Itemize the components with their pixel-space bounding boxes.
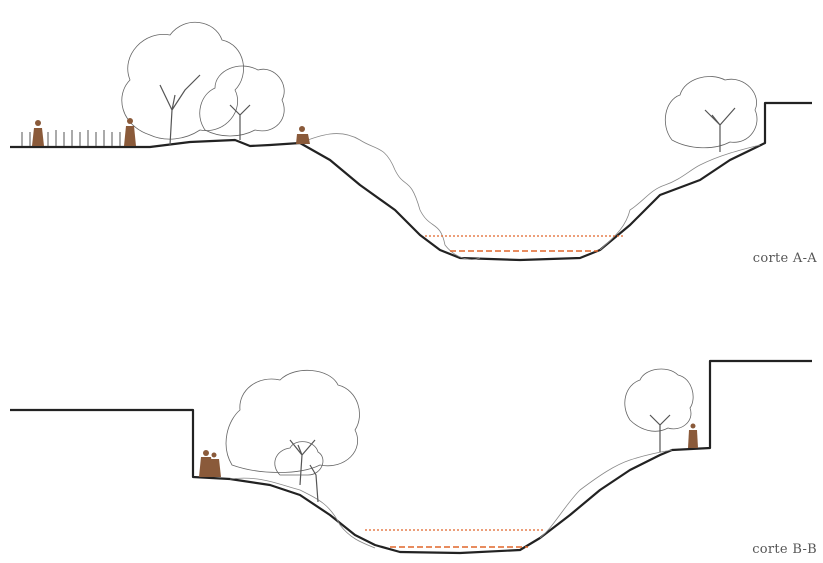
bicycle-rack-a — [21, 130, 121, 146]
ground-profile-b — [10, 359, 812, 555]
ground-profile-a — [10, 101, 812, 262]
people-figures-b — [199, 423, 698, 477]
tree-right-a — [664, 76, 758, 152]
section-b-drawing — [10, 359, 812, 555]
section-a-label: corte A-A — [752, 251, 817, 266]
tree-right-b — [624, 368, 694, 452]
people-figures-a — [32, 118, 310, 146]
section-a-drawing — [10, 21, 812, 262]
bank-vegetation-b — [229, 449, 673, 549]
tree-large-a — [121, 21, 244, 146]
tree-large-b — [225, 369, 360, 486]
tree-small-b — [274, 441, 324, 503]
bank-vegetation-a — [299, 133, 761, 260]
section-b-label: corte B-B — [752, 542, 817, 557]
tree-medium-a — [199, 65, 285, 140]
